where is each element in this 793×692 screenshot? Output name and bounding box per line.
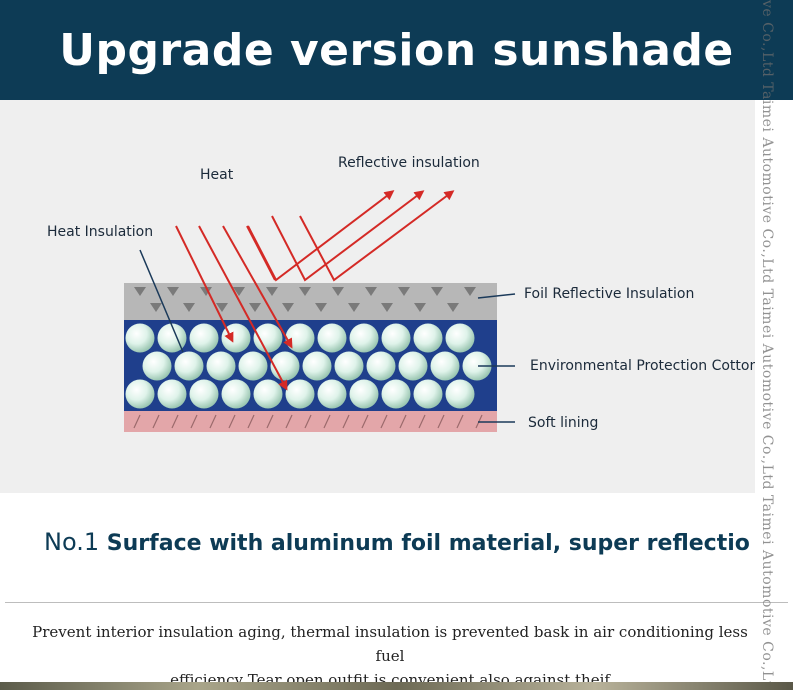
header-banner: Upgrade version sunshade (0, 0, 793, 100)
foil-layer (124, 283, 497, 320)
cotton-fiber-ball (350, 380, 379, 409)
description-line-1: Prevent interior insulation aging, therm… (25, 620, 755, 668)
cotton-fiber-ball (318, 380, 347, 409)
cotton-fiber-ball (190, 380, 219, 409)
layer-diagram: Heat Reflective insulation Heat Insulati… (0, 100, 755, 493)
foil-layer-label: Foil Reflective Insulation (524, 286, 694, 302)
cotton-fiber-ball (254, 380, 283, 409)
cotton-fiber-ball (446, 380, 475, 409)
cotton-fiber-ball (190, 324, 219, 353)
cotton-fiber-ball (350, 324, 379, 353)
watermark-column: ve Co.,Ltd Taimei Automotive Co.,Ltd Tai… (755, 0, 793, 682)
page-title: Upgrade version sunshade (59, 25, 734, 76)
cotton-fiber-ball (414, 380, 443, 409)
cotton-fiber-ball (303, 352, 332, 381)
cotton-fiber-ball (318, 324, 347, 353)
cotton-fiber-ball (143, 352, 172, 381)
cotton-fiber-ball (158, 380, 187, 409)
cotton-fiber-ball (367, 352, 396, 381)
cotton-fiber-ball (431, 352, 460, 381)
cotton-fiber-ball (175, 352, 204, 381)
feature-number: No.1 (44, 528, 99, 556)
feature-text: Surface with aluminum foil material, sup… (107, 531, 750, 556)
cotton-layer (124, 320, 497, 411)
watermark-text: ve Co.,Ltd Taimei Automotive Co.,Ltd Tai… (759, 0, 775, 682)
reflection-arrows (248, 192, 452, 280)
divider (5, 602, 788, 603)
cotton-fiber-ball (126, 380, 155, 409)
heat-insulation-label: Heat Insulation (47, 224, 153, 240)
cotton-fiber-ball (399, 352, 428, 381)
reflective-insulation-label: Reflective insulation (338, 155, 480, 171)
cotton-fiber-ball (382, 324, 411, 353)
cotton-fiber-ball (335, 352, 364, 381)
feature-heading: No.1 Surface with aluminum foil material… (0, 528, 755, 556)
cotton-fiber-ball (414, 324, 443, 353)
cotton-fiber-ball (446, 324, 475, 353)
soft-lining-layer (124, 411, 497, 432)
cotton-fiber-ball (286, 380, 315, 409)
bottom-photo-strip (0, 682, 793, 690)
cotton-layer-label: Environmental Protection Cotton (530, 358, 755, 374)
soft-lining-label: Soft lining (528, 415, 598, 431)
cotton-fiber-ball (207, 352, 236, 381)
cotton-fiber-ball (222, 380, 251, 409)
cotton-fiber-ball (382, 380, 411, 409)
heat-label: Heat (200, 167, 233, 183)
cotton-fiber-ball (239, 352, 268, 381)
cotton-fiber-ball (126, 324, 155, 353)
cotton-fiber-ball (286, 324, 315, 353)
reflection-arrow (248, 192, 392, 280)
cotton-fiber-ball (254, 324, 283, 353)
